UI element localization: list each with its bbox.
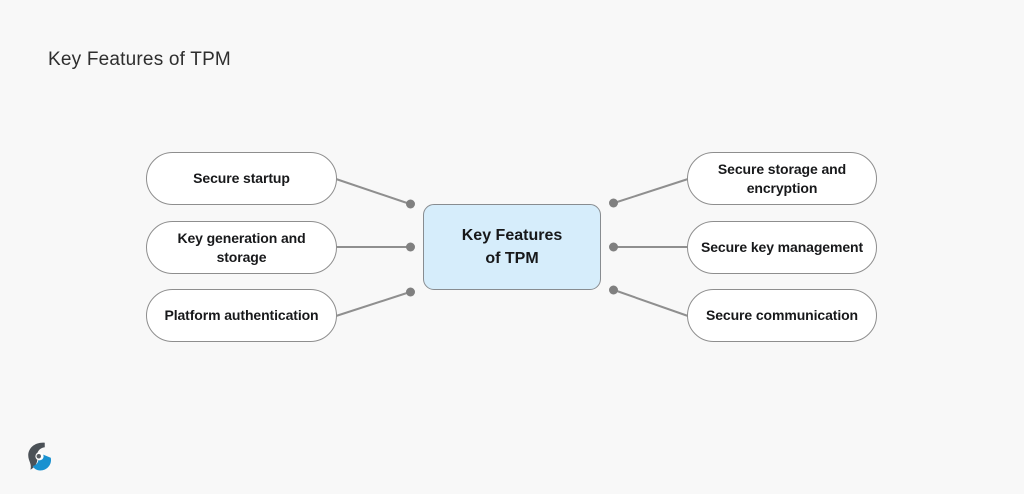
node-secure-storage-and-encryption: Secure storage and encryption [687, 152, 877, 205]
brand-swoosh-logo-icon [28, 442, 52, 471]
node-secure-startup: Secure startup [146, 152, 337, 205]
node-label: Secure key management [700, 239, 864, 256]
page-title: Key Features of TPM [48, 49, 231, 70]
node-label: Key generation and storage [177, 229, 306, 265]
center-node-key-features-of-tpm: Key Features of TPM [423, 204, 601, 290]
node-platform-authentication: Platform authentication [146, 289, 337, 342]
node-label: Secure storage and encryption [717, 160, 847, 196]
node-secure-key-management: Secure key management [687, 221, 877, 274]
node-label: Platform authentication [164, 307, 319, 324]
node-label: Secure communication [705, 307, 859, 324]
node-key-generation-and-storage: Key generation and storage [146, 221, 337, 274]
node-label: Secure startup [193, 170, 290, 187]
node-secure-communication: Secure communication [687, 289, 877, 342]
center-node-label: Key Features of TPM [461, 226, 563, 267]
